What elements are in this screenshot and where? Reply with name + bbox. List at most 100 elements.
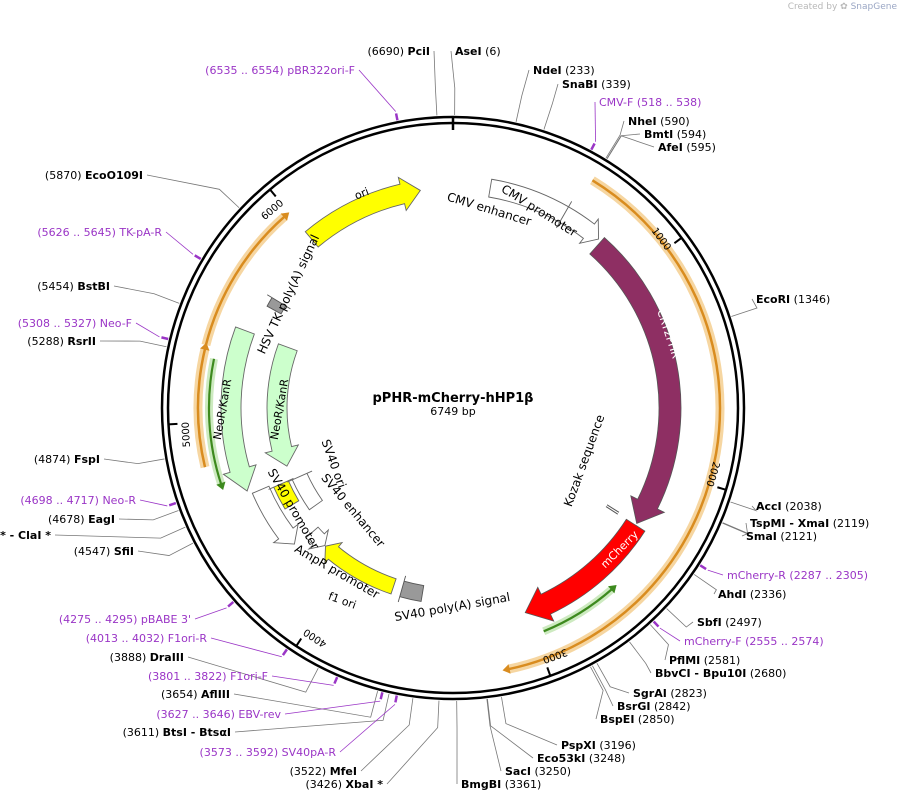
bspei-site-name: BspEI	[600, 713, 634, 726]
green-arc-neo-head	[216, 481, 226, 491]
mcherry-r-primer-label: mCherry-R (2287 .. 2305)	[727, 569, 868, 582]
pbr322ori-f-primer-name: pBR322ori-F	[287, 64, 355, 77]
neo-f-primer-name: Neo-F	[100, 317, 132, 330]
neo-f-primer-leader	[135, 322, 160, 338]
draiii-site-label: (3888) DraIII	[110, 651, 184, 664]
bmti-site-name: BmtI	[644, 128, 673, 141]
nhei-site-label: NheI (590)	[628, 115, 690, 128]
tk-pa-r-primer-name: TK-pA-R	[118, 226, 162, 239]
btsi-bts-i-site-label: (3611) BtsI - BtsαI	[123, 726, 231, 739]
pflmi-site-leader	[649, 624, 669, 661]
orange-arc-right	[508, 179, 722, 671]
orange-arc-left-upper-head	[280, 212, 290, 221]
neo-f-primer-label: (5308 .. 5327) Neo-F	[18, 317, 132, 330]
bsrgi-site-label: BsrGI (2842)	[617, 700, 691, 713]
f1ori-f-primer-name: F1ori-F	[230, 670, 268, 683]
fspi-site-label: (4874) FspI	[34, 453, 100, 466]
pflmi-site-label: PflMI (2581)	[669, 654, 740, 667]
rsrii-site-position: (5288)	[27, 335, 64, 348]
afliii-site-name: AflIII	[201, 688, 230, 701]
tk-pa-r-primer-range: (5626 .. 5645)	[37, 226, 116, 239]
bsrgi-site-leader	[592, 665, 614, 707]
mcherry-r-primer-range: (2287 .. 2305)	[789, 569, 868, 582]
bbvci-bpu10i-site-name: BbvCI - Bpu10I	[655, 667, 746, 680]
pbr322ori-f-primer-leader	[358, 69, 397, 112]
asei-site-name: AseI	[455, 45, 482, 58]
pbr322ori-f-primer-label: (6535 .. 6554) pBR322ori-F	[205, 64, 355, 77]
smai-site-label: SmaI (2121)	[746, 530, 817, 543]
f1ori-r-primer-name: F1ori-R	[168, 632, 208, 645]
tick-2000	[717, 486, 727, 491]
pcii-site-label: (6690) PciI	[367, 45, 430, 58]
tick-label-1000: 1000	[649, 226, 673, 253]
ndei-site-label: NdeI (233)	[533, 64, 595, 77]
mcherry-r-primer-mark	[699, 564, 707, 571]
pspxi-site-position: (3196)	[599, 739, 636, 752]
fspi-site-name: FspI	[74, 453, 100, 466]
neo-r-primer-name: Neo-R	[102, 494, 136, 507]
btsi-bts-i-site-leader	[234, 693, 390, 733]
afei-site-position: (595)	[686, 141, 716, 154]
asei-site-leader	[450, 50, 456, 116]
mcherry-f-primer-name: mCherry-F	[684, 635, 742, 648]
afei-site-leader	[606, 135, 655, 160]
pbr322ori-f-primer-mark	[394, 113, 399, 121]
neo-r-primer-label: (4698 .. 4717) Neo-R	[20, 494, 136, 507]
ebv-rev-primer-leader	[284, 700, 381, 715]
orange-primer-arcs	[193, 176, 725, 674]
green-arc-mcherry	[543, 588, 613, 633]
ecori-site-label: EcoRI (1346)	[756, 293, 830, 306]
ecoo109i-site-leader	[146, 174, 240, 209]
afei-site-label: AfeI (595)	[658, 141, 716, 154]
afliii-site-leader	[233, 691, 379, 718]
sfii-site-label: (4547) SfiI	[74, 545, 134, 558]
plasmid-length: 6749 bp	[430, 405, 475, 418]
ebv-rev-primer-name: EBV-rev	[238, 708, 281, 721]
sbfi-site-name: SbfI	[697, 616, 722, 629]
eco53ki-site-leader	[487, 698, 534, 759]
mcherry-f-primer-leader	[659, 627, 681, 642]
neor-kanr-inner-feature	[264, 343, 300, 467]
plasmid-name: pPHR-mCherry-hHP1β	[373, 391, 534, 406]
bbvci-bpu10i-site-leader	[629, 641, 652, 674]
watermark-prefix: Created by	[787, 2, 838, 12]
ahdi-site-label: AhdI (2336)	[718, 588, 786, 601]
tspmi-xmai-site-name: TspMI - XmaI	[750, 517, 829, 530]
btsi-bts-i-site-name: BtsI - BtsαI	[163, 726, 231, 739]
nhei-site-leader	[605, 120, 625, 159]
sgrai-site-position: (2823)	[670, 687, 707, 700]
ebv-rev-primer-label: (3627 .. 3646) EBV-rev	[156, 708, 281, 721]
xbai-site-name: XbaI *	[346, 778, 384, 791]
ahdi-site-name: AhdI	[718, 588, 746, 601]
neo-f-primer-range: (5308 .. 5327)	[18, 317, 97, 330]
bspdi-clai-site-label: (4612) BspDI * - ClaI *	[0, 529, 51, 542]
ecoo109i-site-name: EcoO109I	[85, 169, 143, 182]
orange-arc-left-lower-head	[200, 342, 210, 351]
eagi-site-name: EagI	[88, 513, 115, 526]
mfei-site-leader	[360, 698, 414, 772]
sv40-enhancer-label: SV40 enhancer	[318, 471, 388, 550]
sbfi-site-label: SbfI (2497)	[697, 616, 762, 629]
rsrii-site-label: (5288) RsrII	[27, 335, 96, 348]
tick-5000	[168, 422, 178, 426]
tspmi-xmai-site-leader	[722, 522, 748, 534]
sv40-ori-feature	[268, 478, 300, 510]
rsrii-site-leader	[99, 340, 167, 348]
f1ori-r-primer-leader	[210, 637, 282, 658]
sfii-site-position: (4547)	[74, 545, 111, 558]
cmv-promoter-feature	[558, 206, 600, 245]
f1ori-r-primer-range: (4013 .. 4032)	[86, 632, 165, 645]
mfei-site-name: MfeI	[330, 765, 357, 778]
acci-site-leader	[730, 501, 758, 512]
neo-r-primer-leader	[139, 499, 168, 507]
nhei-site-position: (590)	[660, 115, 690, 128]
sfii-site-name: SfiI	[114, 545, 134, 558]
mcherry-f-primer-mark	[652, 620, 660, 628]
tick-label-3000: 3000	[541, 646, 569, 665]
ndei-site-leader	[515, 69, 530, 122]
bspdi-clai-site-leader	[54, 526, 186, 539]
sv40pa-r-primer-range: (3573 .. 3592)	[200, 746, 279, 759]
cmv-f-primer-name: CMV-F	[599, 96, 633, 109]
tick-label-2000: 2000	[703, 460, 721, 488]
pbabe-3-primer-mark	[227, 600, 235, 608]
